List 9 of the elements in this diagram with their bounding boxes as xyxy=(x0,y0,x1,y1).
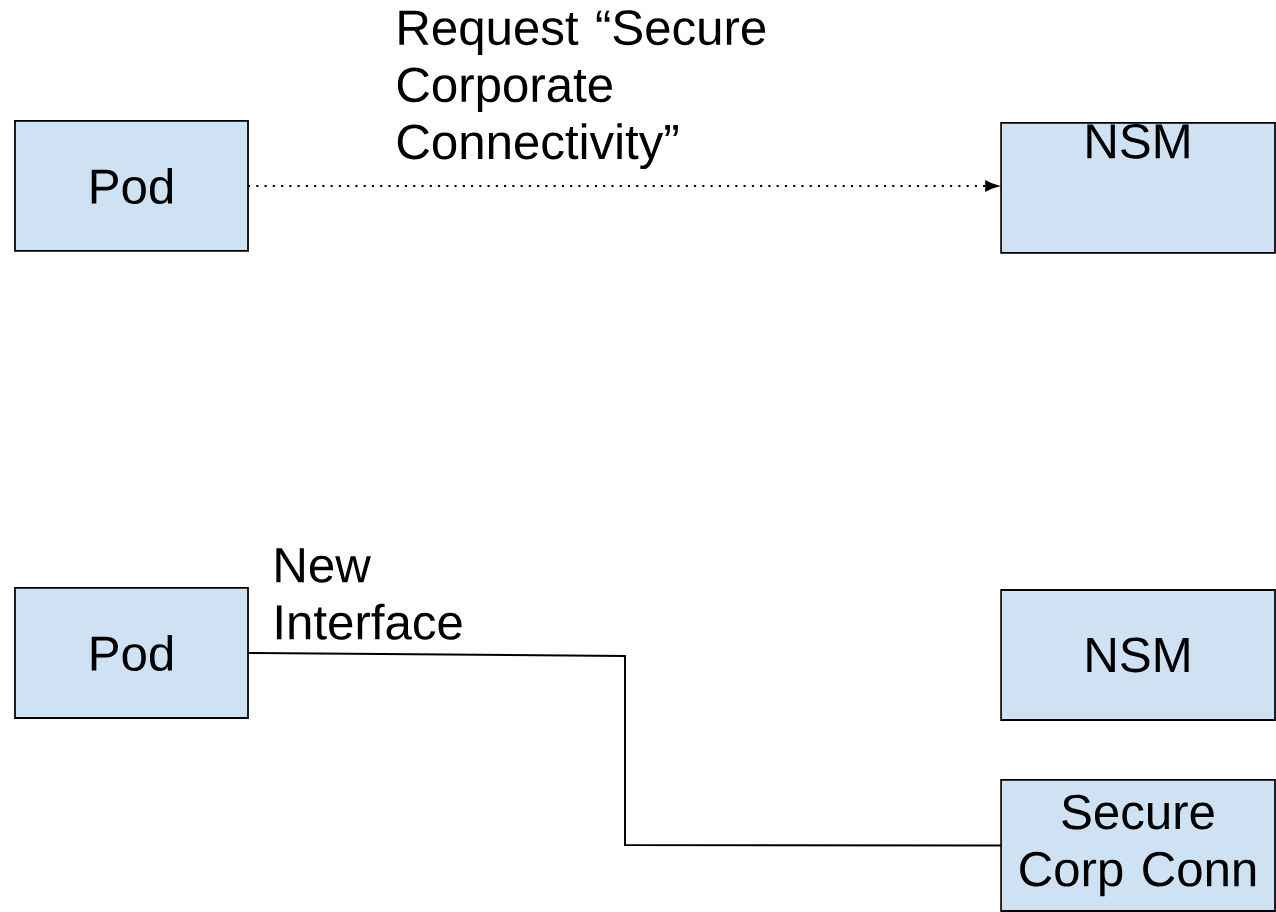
edge-label: Request “Secure Corporate Connectivity” xyxy=(397,10,766,170)
process-box: Pod xyxy=(14,587,249,719)
arrow xyxy=(247,180,999,192)
process-box: Secure Corp Conn xyxy=(1000,779,1276,912)
process-box: NSM xyxy=(1000,589,1276,721)
edge-label: New Interface xyxy=(276,548,462,640)
process-box: Pod xyxy=(14,120,249,252)
process-box: NSM xyxy=(1000,122,1276,254)
connector-line xyxy=(247,652,1002,847)
